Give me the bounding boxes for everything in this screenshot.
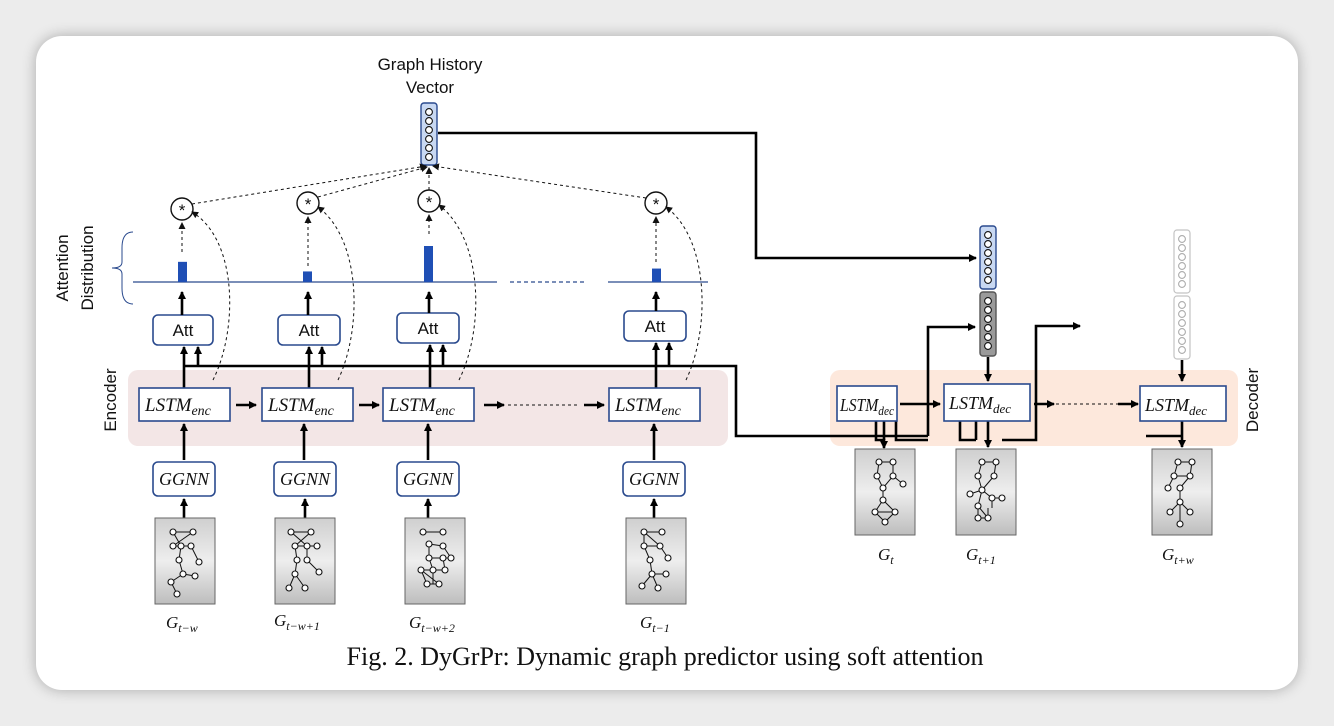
ggnn-box-3: GGNN <box>396 461 460 497</box>
attention-label-line2: Distribution <box>78 225 97 310</box>
svg-text:*: * <box>426 193 433 212</box>
decoder-hidden-vector <box>979 291 997 357</box>
svg-text:Att: Att <box>418 319 439 338</box>
svg-text:*: * <box>305 195 312 214</box>
svg-text:*: * <box>653 195 660 214</box>
graph-history-vector <box>420 102 438 166</box>
attention-bar-3 <box>424 246 433 282</box>
bar-to-multiply-lines <box>178 214 660 266</box>
ggnn-box-4: GGNN <box>622 461 686 497</box>
graph-panel-t <box>854 448 916 536</box>
graph-panel-tw <box>1151 448 1213 536</box>
svg-text:*: * <box>179 201 186 220</box>
svg-text:LSTMdec: LSTMdec <box>948 393 1011 416</box>
lstm-dec-3: LSTMdec <box>1139 385 1227 422</box>
svg-text:LSTMenc: LSTMenc <box>144 395 212 419</box>
graph-label-t-w2: Gt−w+2 <box>409 613 455 635</box>
multiply-node-1: * <box>170 197 194 221</box>
encoder-label: Encoder <box>101 368 120 432</box>
decoder-connections <box>874 322 1186 449</box>
figure-caption: Fig. 2. DyGrPr: Dynamic graph predictor … <box>347 642 984 671</box>
lstm-enc-3: LSTMenc <box>382 387 475 422</box>
svg-text:Att: Att <box>299 321 320 340</box>
lstm-dec-2: LSTMdec <box>943 383 1031 422</box>
lstm-enc-2: LSTMenc <box>261 387 354 422</box>
att-box-1: Att <box>152 314 214 346</box>
svg-text:GGNN: GGNN <box>403 469 454 489</box>
attention-brace <box>111 231 134 305</box>
graph-label-t-w1: Gt−w+1 <box>274 611 320 633</box>
multiply-node-4: * <box>644 191 668 215</box>
svg-text:GGNN: GGNN <box>629 469 680 489</box>
multiply-node-2: * <box>296 191 320 215</box>
graph-panel-t-w2 <box>404 517 466 605</box>
svg-text:GGNN: GGNN <box>280 469 331 489</box>
svg-text:Att: Att <box>645 317 666 336</box>
graph-to-ggnn-arrows <box>180 498 658 518</box>
attention-bar-1 <box>178 261 187 282</box>
graph-label-t-1: Gt−1 <box>640 613 670 635</box>
att-to-bar-arrows <box>178 291 660 315</box>
svg-text:LSTMdec: LSTMdec <box>839 395 894 418</box>
graph-label-t-w: Gt−w <box>166 613 198 635</box>
att-box-4: Att <box>623 310 687 342</box>
decoder-band <box>830 370 1238 446</box>
svg-text:GGNN: GGNN <box>159 469 210 489</box>
history-to-decoder-arrow <box>438 131 977 262</box>
dygrpr-diagram: Graph History Vector Attention Distribut… <box>53 55 1262 671</box>
graph-label-t: Gt <box>878 545 894 567</box>
graph-panel-t-w1 <box>274 517 336 605</box>
attention-bar-4 <box>652 268 661 282</box>
graph-panel-t-1 <box>625 517 687 605</box>
encoder-context-line <box>184 364 928 438</box>
lstm-dec-1: LSTMdec <box>836 385 898 422</box>
svg-text:LSTMenc: LSTMenc <box>267 395 335 419</box>
svg-text:LSTMdec: LSTMdec <box>1144 395 1207 418</box>
svg-text:LSTMenc: LSTMenc <box>388 395 456 419</box>
graph-history-title-line2: Vector <box>406 78 455 97</box>
lstm-enc-4: LSTMenc <box>608 387 701 422</box>
graph-history-title-line1: Graph History <box>378 55 483 74</box>
ggnn-to-lstm-arrows <box>180 423 658 460</box>
attention-bar-2 <box>303 271 312 282</box>
graph-panel-t1 <box>955 448 1017 536</box>
ggnn-box-1: GGNN <box>152 461 216 497</box>
graph-label-t1: Gt+1 <box>966 545 996 567</box>
graph-label-tw: Gt+w <box>1162 545 1194 567</box>
svg-text:Att: Att <box>173 321 194 340</box>
hidden-state-curves <box>191 204 703 381</box>
decoder-history-vector <box>979 225 997 290</box>
att-box-3: Att <box>396 312 460 344</box>
ggnn-box-2: GGNN <box>273 461 337 497</box>
graph-panel-t-w <box>154 517 216 605</box>
svg-text:LSTMenc: LSTMenc <box>614 395 682 419</box>
att-box-2: Att <box>277 314 341 346</box>
figure-card: Graph History Vector Attention Distribut… <box>36 36 1298 690</box>
lstm-to-att-arrows <box>180 342 673 388</box>
decoder-faded-vector <box>1173 229 1191 360</box>
multiply-node-3: * <box>417 189 441 213</box>
decoder-label: Decoder <box>1243 368 1262 433</box>
attention-sum-lines <box>191 163 647 205</box>
attention-label-line1: Attention <box>53 234 72 301</box>
lstm-enc-1: LSTMenc <box>138 387 231 422</box>
